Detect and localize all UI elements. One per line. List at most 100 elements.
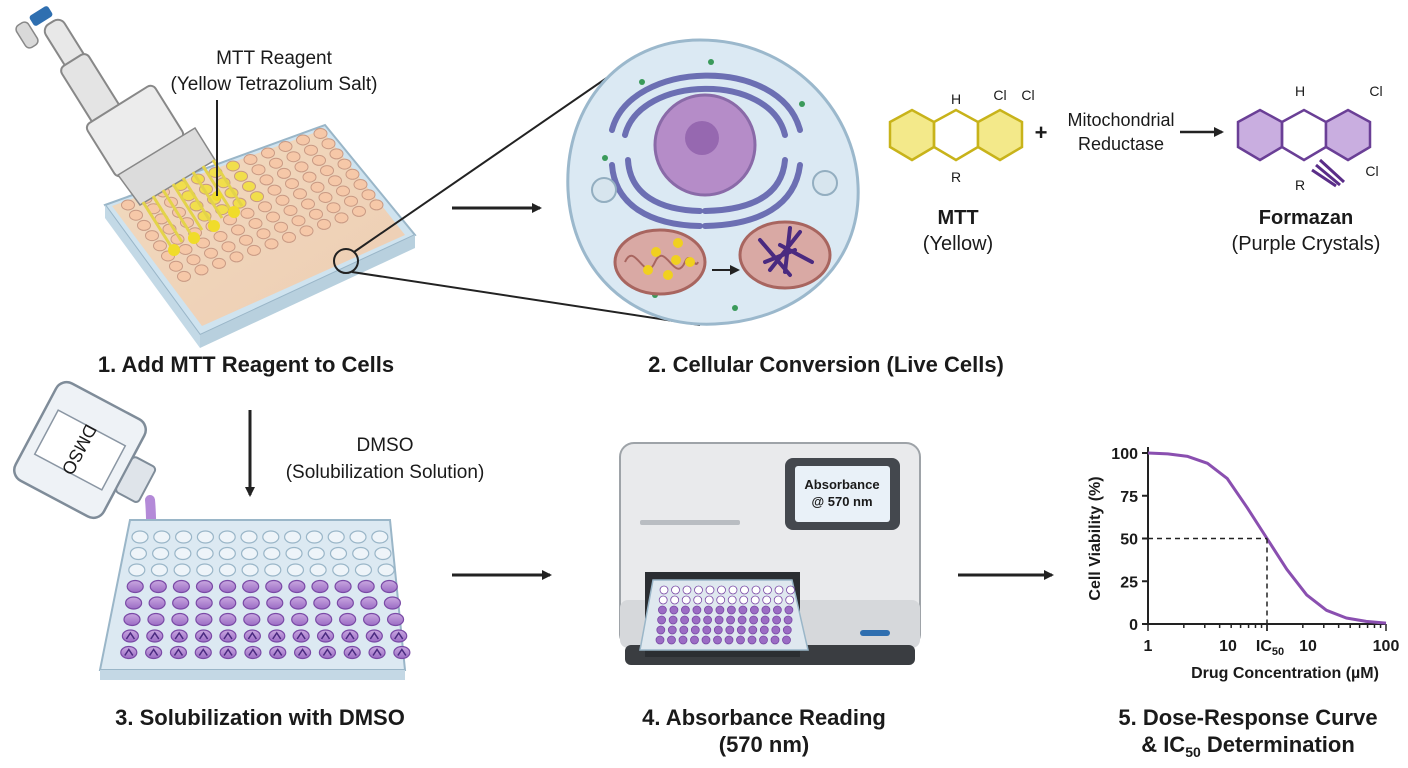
formazan-crystal xyxy=(223,648,233,656)
well xyxy=(716,595,726,605)
well xyxy=(131,530,149,544)
well xyxy=(749,615,758,625)
well xyxy=(195,612,213,627)
well xyxy=(177,270,191,282)
step2-panel: 2. Cellular Conversion (Live Cells) H R … xyxy=(566,38,1383,377)
well xyxy=(123,612,141,627)
well xyxy=(704,595,714,605)
well xyxy=(681,595,691,605)
well xyxy=(751,585,761,595)
well xyxy=(655,635,665,645)
well xyxy=(218,546,236,561)
well xyxy=(221,241,236,253)
well xyxy=(667,635,676,645)
step1-panel: MTT Reagent (Yellow Tetrazolium Salt) 1.… xyxy=(15,6,701,377)
screen-text-line1: Absorbance xyxy=(804,477,879,492)
x-tick-label: IC50 xyxy=(1256,638,1284,658)
well xyxy=(226,160,240,172)
well xyxy=(242,180,256,192)
svg-text:Cl: Cl xyxy=(993,87,1006,103)
mtt-name: MTT xyxy=(937,207,978,229)
well xyxy=(264,563,282,577)
formazan-crystal xyxy=(248,648,258,656)
well xyxy=(344,195,358,207)
svg-text:Cl: Cl xyxy=(1021,87,1034,103)
well xyxy=(311,579,329,594)
well xyxy=(309,563,327,577)
formazan-name: Formazan xyxy=(1259,207,1353,229)
plate1-wells xyxy=(121,128,384,282)
well xyxy=(312,154,326,166)
enzyme-label: Mitochondrial xyxy=(1067,110,1174,130)
formazan-crystal xyxy=(173,648,184,656)
well xyxy=(329,148,344,160)
well xyxy=(703,615,712,625)
well xyxy=(250,191,264,203)
well xyxy=(150,563,169,577)
well xyxy=(266,596,284,610)
well xyxy=(240,530,258,544)
well xyxy=(291,215,306,227)
well xyxy=(317,218,331,230)
well xyxy=(759,635,768,645)
well xyxy=(196,530,214,544)
well xyxy=(137,219,151,231)
well xyxy=(288,579,306,594)
well xyxy=(772,615,781,625)
well xyxy=(725,625,735,635)
well xyxy=(267,184,282,196)
well xyxy=(296,134,310,146)
well xyxy=(169,260,183,272)
well xyxy=(213,231,228,242)
well xyxy=(174,546,192,561)
well xyxy=(267,612,285,627)
well xyxy=(374,546,392,561)
screen-text-line2: @ 570 nm xyxy=(811,494,872,509)
well xyxy=(243,154,258,165)
well xyxy=(327,530,345,544)
well xyxy=(145,230,159,242)
well xyxy=(239,234,253,246)
well xyxy=(773,595,783,605)
well xyxy=(786,585,795,595)
y-axis-label: Cell Viability (%) xyxy=(1087,476,1104,600)
well xyxy=(304,144,318,156)
well xyxy=(782,625,792,635)
well xyxy=(243,612,261,627)
well xyxy=(353,179,368,190)
well xyxy=(247,244,261,256)
formazan-crystal xyxy=(297,648,308,656)
well xyxy=(263,546,281,561)
x-tick-label: 10 xyxy=(1219,638,1237,655)
well-plate-dmso xyxy=(98,519,411,680)
well xyxy=(149,579,167,594)
y-tick-label: 0 xyxy=(1129,617,1138,634)
well xyxy=(262,530,280,544)
well xyxy=(258,201,272,213)
svg-text:R: R xyxy=(951,169,961,185)
well xyxy=(318,192,333,203)
well xyxy=(277,167,291,179)
zoom-line-bottom xyxy=(351,271,701,326)
svg-text:H: H xyxy=(1295,83,1305,99)
well xyxy=(713,625,723,635)
well xyxy=(234,170,248,182)
well xyxy=(321,138,336,150)
well xyxy=(750,605,759,615)
well xyxy=(294,161,309,173)
well xyxy=(251,164,266,176)
mitochondrion-left xyxy=(613,228,707,296)
y-tick-label: 25 xyxy=(1120,574,1138,591)
well xyxy=(371,530,389,544)
step4-caption: 4. Absorbance Reading xyxy=(642,705,886,730)
well xyxy=(212,257,226,269)
well xyxy=(739,595,749,605)
well xyxy=(326,202,341,214)
well xyxy=(266,211,280,223)
well xyxy=(172,579,190,594)
well xyxy=(714,615,724,625)
well xyxy=(361,189,376,201)
well xyxy=(313,596,331,610)
well xyxy=(736,635,745,645)
well xyxy=(219,612,237,627)
